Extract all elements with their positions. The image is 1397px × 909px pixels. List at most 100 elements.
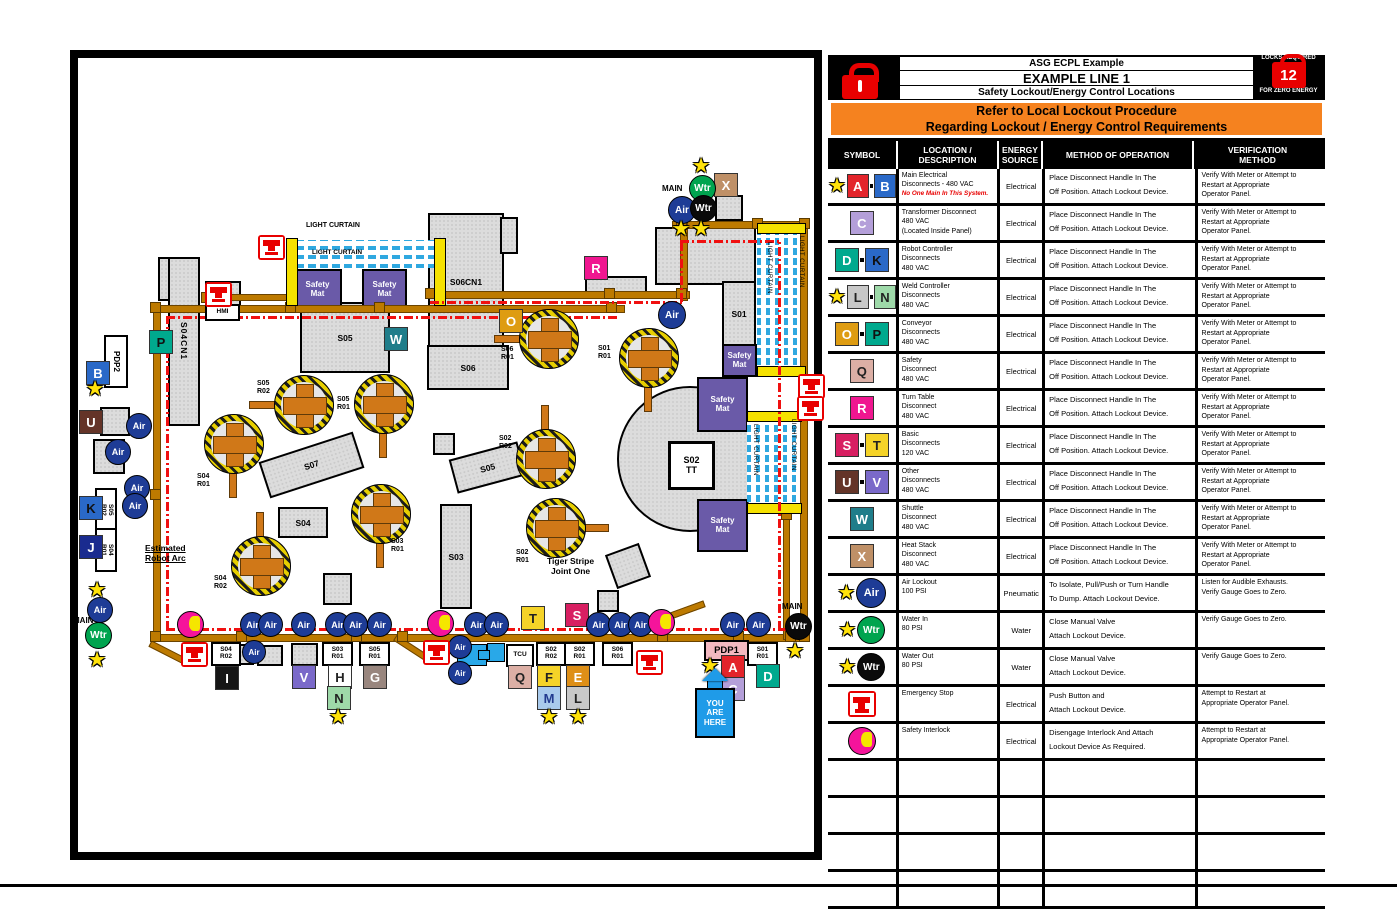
empty-cell	[1197, 761, 1326, 796]
empty-table-row	[828, 872, 1326, 907]
plan-text: S04 R02	[214, 575, 227, 591]
plan-text: S02 R01	[516, 549, 529, 565]
location-cell: Shuttle Disconnect 480 VAC	[898, 502, 998, 537]
energy-point-badge-U: U	[834, 470, 859, 495]
energy-point-badge-W: W	[849, 507, 874, 532]
shape	[860, 732, 872, 748]
water-lockout-icon: Wtr	[785, 613, 812, 640]
machine-block: S03	[440, 504, 472, 609]
machine-block: S06	[427, 345, 509, 390]
shape	[807, 407, 814, 413]
empty-cell	[898, 835, 998, 870]
machine-block	[655, 227, 756, 285]
energy-cell: Electrical	[1000, 428, 1043, 463]
machine-block-label: S03	[448, 551, 464, 562]
method-cell: Disengage Interlock And Attach Lockout D…	[1045, 724, 1195, 759]
water-lockout-icon: Wtr	[857, 616, 886, 645]
emergency-stop-icon	[258, 235, 285, 260]
machine-block: S06CN1	[428, 213, 504, 350]
energy-point-badge-J: J	[79, 535, 103, 559]
shape	[210, 287, 227, 294]
location-cell: Weld Controller Disconnects 480 VAC	[898, 280, 998, 315]
verification-cell: Listen for Audible Exhausts. Verify Gaug…	[1197, 576, 1326, 611]
arrow-up-icon	[702, 668, 728, 681]
star-icon: ★	[85, 377, 105, 401]
emergency-stop-icon	[797, 396, 824, 421]
curtain-post	[747, 503, 802, 514]
robot	[619, 328, 679, 388]
star-icon: ★	[837, 582, 856, 605]
location-text: Conveyor Disconnects 480 VAC	[901, 320, 940, 346]
machine-block-label: S06CN1	[449, 276, 483, 287]
empty-cell	[1045, 761, 1195, 796]
method-cell: Place Disconnect Handle In The Off Posit…	[1045, 206, 1195, 241]
symbol-cell: W	[828, 502, 896, 537]
location-cell: Safety Interlock	[898, 724, 998, 759]
plan-text: MAIN	[73, 616, 94, 625]
curtain-post	[434, 238, 446, 306]
verification-cell: Verify With Meter or Attempt to Restart …	[1197, 539, 1326, 574]
location-cell: Transformer Disconnect 480 VAC (Located …	[898, 206, 998, 241]
shape	[183, 644, 206, 665]
machine-block	[323, 573, 352, 605]
empty-cell	[1197, 872, 1326, 907]
equipment-label-box: TCU	[506, 644, 534, 667]
air-lockout-icon: Air	[122, 493, 148, 519]
energy-cell: Electrical	[1000, 687, 1043, 722]
energy-point-badge-P: P	[864, 322, 889, 347]
machine-block	[291, 643, 318, 666]
empty-cell	[828, 798, 896, 833]
empty-cell	[1045, 835, 1195, 870]
energy-point-badge-X: X	[849, 544, 874, 569]
you-are-here-marker: YOU ARE HERE	[693, 668, 737, 748]
empty-table-row	[828, 798, 1326, 833]
machine-block	[500, 217, 518, 254]
energy-cell: Electrical	[1000, 317, 1043, 352]
link-square	[869, 295, 874, 300]
shape	[628, 350, 672, 368]
machine-block-label: S05	[337, 332, 353, 343]
verification-cell: Attempt to Restart at Appropriate Operat…	[1197, 724, 1326, 759]
star-icon: ★	[671, 217, 691, 241]
air-lockout-icon: Air	[105, 439, 131, 465]
verification-cell: Verify Gauge Goes to Zero.	[1197, 650, 1326, 685]
plan-text: S05 R01	[337, 396, 350, 412]
line-title: EXAMPLE LINE 1	[900, 71, 1253, 86]
energy-point-badge-D: D	[834, 248, 859, 273]
empty-cell	[1000, 798, 1043, 833]
air-lockout-icon: Air	[126, 413, 152, 439]
machine-block-label: S07	[302, 457, 321, 473]
robot	[516, 429, 576, 489]
safety-mat: Safety Mat	[697, 377, 748, 432]
fence-rail	[153, 305, 161, 642]
energy-point-badge-C: C	[849, 211, 874, 236]
plan-text: LIGHT CURTAIN	[789, 419, 796, 471]
location-text: Transformer Disconnect 480 VAC (Located …	[901, 209, 977, 235]
robot	[351, 484, 411, 544]
star-icon: ★	[691, 154, 711, 178]
energy-cell: Pneumatic	[1000, 576, 1043, 611]
fence-post	[150, 489, 161, 500]
air-lockout-icon: Air	[746, 612, 771, 637]
star-icon: ★	[87, 648, 107, 672]
padlock-icon	[840, 63, 880, 99]
equipment-label-box: S05 R01	[359, 642, 390, 666]
star-icon: ★	[568, 705, 588, 729]
air-lockout-icon: Air	[242, 640, 266, 664]
method-cell: Place Disconnect Handle In The Off Posit…	[1045, 243, 1195, 278]
energy-point-badge-E: E	[566, 665, 590, 689]
location-cell: Conveyor Disconnects 480 VAC	[898, 317, 998, 352]
star-icon: ★	[828, 286, 846, 309]
energy-point-badge-D: D	[756, 664, 780, 688]
machine-block-label: S04	[295, 517, 311, 528]
star-icon: ★	[328, 705, 348, 729]
air-lockout-icon: Air	[720, 612, 745, 637]
empty-table-row	[828, 761, 1326, 796]
